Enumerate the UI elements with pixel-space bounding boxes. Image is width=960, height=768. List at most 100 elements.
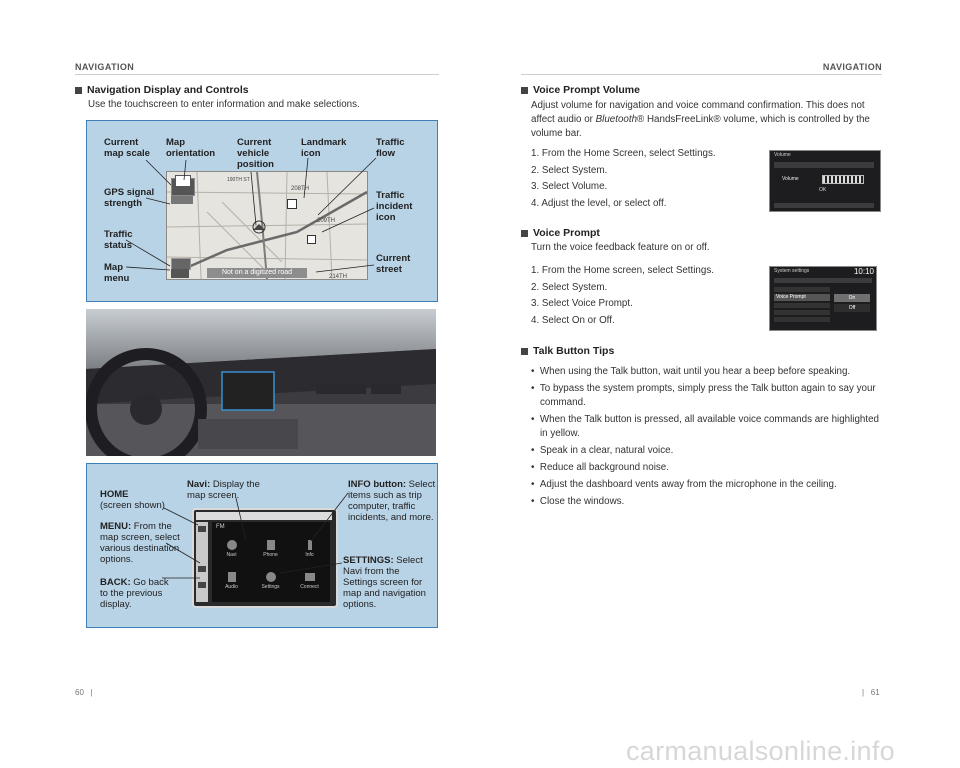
back-button[interactable] bbox=[198, 582, 206, 588]
nav-section-title: Navigation Display and Controls bbox=[75, 84, 249, 96]
home-callout-lines bbox=[162, 492, 349, 579]
settings-tile-label: Settings bbox=[261, 584, 280, 590]
device-top-bar bbox=[196, 512, 332, 520]
volume-ok-button[interactable]: OK bbox=[819, 187, 827, 193]
system-settings-title: System settings bbox=[774, 268, 810, 274]
map-callout-lines bbox=[125, 157, 377, 273]
street-label: 190TH ST bbox=[227, 177, 250, 183]
volume-screen-tabs bbox=[774, 162, 874, 168]
voice-volume-description: Adjust volume for navigation and voice c… bbox=[531, 99, 876, 141]
volume-step: 3. Select Volume. bbox=[531, 181, 608, 192]
device-left-buttons bbox=[196, 522, 208, 602]
dashboard-illustration bbox=[86, 309, 436, 456]
voice-prompt-description: Turn the voice feedback feature on or of… bbox=[531, 242, 710, 253]
list-item: • Adjust the dashboard vents away from t… bbox=[531, 479, 837, 490]
talk-tips-title: Talk Button Tips bbox=[521, 345, 614, 357]
home-button[interactable] bbox=[198, 526, 206, 532]
prompt-step: 1. From the Home screen, select Settings… bbox=[531, 265, 714, 276]
fm-label: FM bbox=[216, 524, 225, 530]
text-line: volume bar. bbox=[531, 128, 582, 139]
settings-list-row[interactable] bbox=[774, 317, 830, 322]
list-item: • Close the windows. bbox=[531, 496, 625, 507]
settings-list-row[interactable] bbox=[774, 310, 830, 315]
dashboard-photo bbox=[86, 309, 436, 456]
menu-button[interactable] bbox=[198, 566, 206, 572]
map-roads bbox=[167, 172, 367, 279]
volume-row-label: Volume bbox=[782, 176, 799, 182]
settings-list-row[interactable] bbox=[774, 303, 830, 308]
talk-tips-list: • When using the Talk button, wait until… bbox=[531, 365, 881, 509]
system-settings-thumbnail: System settings 10:10 Voice Prompt On Of… bbox=[769, 266, 877, 331]
info-tile[interactable]: Info bbox=[290, 534, 329, 566]
connect-icon bbox=[304, 573, 315, 581]
volume-screen-footer bbox=[774, 203, 874, 208]
list-item: • When using the Talk button, wait until… bbox=[531, 366, 851, 377]
connect-tile-label: Connect bbox=[300, 584, 319, 590]
street-label: 208TH bbox=[291, 186, 310, 192]
volume-level-bar[interactable] bbox=[822, 175, 864, 184]
street-label: 214TH bbox=[329, 274, 348, 280]
right-header-rule bbox=[521, 74, 882, 75]
home-screen-device: FM Navi Phone Info Audio Settings Connec… bbox=[192, 508, 338, 608]
info-tile-label: Info bbox=[305, 552, 314, 558]
home-callout: HOME(screen shown) bbox=[100, 489, 165, 511]
volume-screen-thumbnail: Volume Volume OK bbox=[769, 150, 881, 212]
list-item-continuation: command. bbox=[540, 397, 586, 408]
list-item: • Reduce all background noise. bbox=[531, 462, 669, 473]
voice-prompt-off-option[interactable]: Off bbox=[834, 304, 870, 312]
text-line: affect audio or Bluetooth® HandsFreeLink… bbox=[531, 114, 870, 125]
list-item: • Speak in a clear, natural voice. bbox=[531, 445, 674, 456]
volume-screen-title: Volume bbox=[774, 152, 791, 158]
volume-step: 2. Select System. bbox=[531, 165, 608, 176]
settings-tile[interactable]: Settings bbox=[251, 566, 290, 598]
watermark: carmanualsonline.info bbox=[626, 736, 895, 766]
map-menu-button[interactable] bbox=[171, 269, 189, 278]
prompt-step: 2. Select System. bbox=[531, 282, 608, 293]
street-label: 209TH bbox=[317, 218, 336, 224]
gear-icon bbox=[265, 572, 276, 582]
map-screen: 208TH 209TH 214TH 190TH ST Not on a digi… bbox=[166, 171, 368, 280]
connect-tile[interactable]: Connect bbox=[290, 566, 329, 598]
prompt-step: 4. Select On or Off. bbox=[531, 315, 615, 326]
audio-icon bbox=[227, 572, 236, 582]
navi-tile[interactable]: Navi bbox=[212, 534, 251, 566]
section-bullet-square bbox=[521, 229, 528, 237]
home-screen-display: FM Navi Phone Info Audio Settings Connec… bbox=[212, 522, 330, 602]
voice-prompt-row[interactable]: Voice Prompt bbox=[774, 294, 830, 301]
text-line: Adjust volume for navigation and voice c… bbox=[531, 100, 865, 111]
current-street-banner: Not on a digitized road bbox=[207, 268, 307, 278]
voice-prompt-on-option[interactable]: On bbox=[834, 294, 870, 302]
phone-icon bbox=[266, 540, 275, 550]
section-bullet-square bbox=[75, 86, 82, 94]
volume-step: 1. From the Home Screen, select Settings… bbox=[531, 148, 716, 159]
gps-strength-box bbox=[171, 196, 193, 204]
prompt-step: 3. Select Voice Prompt. bbox=[531, 298, 633, 309]
settings-list-row[interactable] bbox=[774, 287, 830, 292]
audio-tile[interactable]: Audio bbox=[212, 566, 251, 598]
left-header-rule bbox=[75, 74, 439, 75]
right-running-header: NAVIGATION bbox=[822, 62, 882, 72]
voice-volume-title: Voice Prompt Volume bbox=[521, 84, 640, 96]
left-running-header: NAVIGATION bbox=[75, 62, 135, 72]
section-bullet-square bbox=[521, 347, 528, 355]
voice-prompt-title: Voice Prompt bbox=[521, 227, 600, 239]
home-tiles: Navi Phone Info Audio Settings Connect bbox=[212, 534, 330, 598]
left-page-number: 60 | bbox=[75, 688, 93, 697]
list-item: • When the Talk button is pressed, all a… bbox=[531, 414, 879, 425]
clock-display: 10:10 bbox=[853, 267, 874, 276]
landmark-icon-sample bbox=[175, 175, 191, 187]
phone-tile[interactable]: Phone bbox=[251, 534, 290, 566]
navi-tile-label: Navi bbox=[226, 552, 237, 558]
